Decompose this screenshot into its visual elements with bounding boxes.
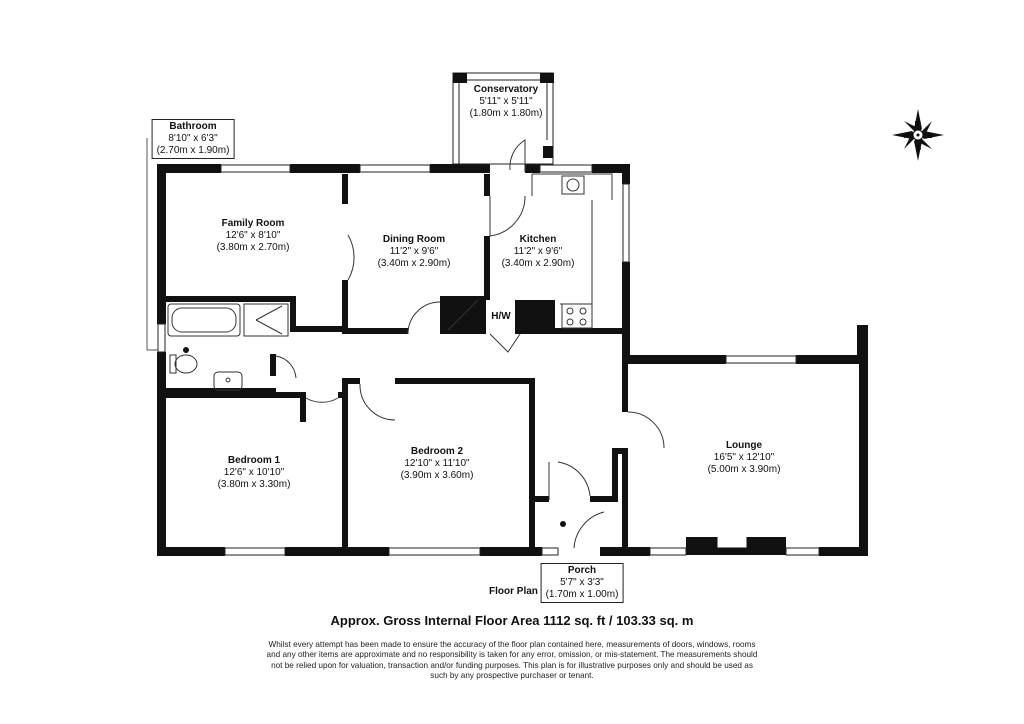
door-swings [275, 139, 665, 549]
floor-plan-title: Floor Plan [489, 586, 538, 597]
conservatory-walls [452, 72, 554, 165]
kitchen-label: Kitchen 11'2" x 9'6" (3.40m x 2.90m) [502, 234, 575, 270]
kitchen-fixtures [447, 173, 613, 331]
fireplace [717, 536, 747, 548]
compass-n-label: N [914, 121, 919, 128]
compass-e-label: E [928, 133, 933, 140]
room-dimensions-imperial: 11'2" x 9'6" [513, 246, 563, 257]
room-name: Kitchen [519, 234, 557, 245]
room-dimensions-metric: (1.80m x 1.80m) [469, 108, 543, 119]
room-dimensions-imperial: 8'10" x 6'3" [168, 133, 218, 144]
room-dimensions-imperial: 12'6" x 8'10" [225, 230, 281, 241]
lounge-label: Lounge 16'5" x 12'10" (5.00m x 3.90m) [708, 440, 781, 476]
room-dimensions-metric: (3.80m x 3.30m) [217, 479, 291, 490]
compass-s-label: S [917, 145, 922, 152]
room-dimensions-metric: (1.70m x 1.00m) [545, 589, 619, 600]
room-dimensions-metric: (3.80m x 2.70m) [216, 242, 290, 253]
room-dimensions-imperial: 5'7" x 3'3" [560, 577, 604, 588]
room-name: Conservatory [473, 84, 539, 95]
room-dimensions-metric: (3.40m x 2.90m) [377, 258, 451, 269]
room-dimensions-metric: (2.70m x 1.90m) [156, 145, 230, 156]
windows [157, 164, 820, 556]
room-name: Bedroom 2 [410, 446, 464, 457]
room-dimensions-imperial: 11'2" x 9'6" [389, 246, 439, 257]
conservatory-posts [453, 73, 554, 158]
room-name: H/W [491, 311, 511, 322]
room-dimensions-metric: (5.00m x 3.90m) [707, 464, 781, 475]
room-dimensions-imperial: 5'11" x 5'11" [479, 96, 533, 107]
bath-fixtures [167, 303, 289, 391]
compass-w-label: W [903, 133, 910, 140]
room-dimensions-metric: (3.90m x 3.60m) [400, 470, 474, 481]
bathroom-line [146, 138, 158, 351]
room-name: Family Room [221, 218, 285, 229]
bedroom-2-label: Bedroom 2 12'10" x 11'10" (3.90m x 3.60m… [401, 446, 474, 482]
room-dimensions-imperial: 16'5" x 12'10" [713, 452, 775, 463]
room-name: Porch [567, 565, 597, 576]
room-dimensions-imperial: 12'10" x 11'10" [404, 458, 470, 469]
room-name: Bedroom 1 [227, 455, 281, 466]
dining-room-label: Dining Room 11'2" x 9'6" (3.40m x 2.90m) [378, 234, 451, 270]
room-name: Dining Room [382, 234, 446, 245]
disclaimer-text: Whilst every attempt has been made to en… [266, 640, 758, 680]
hw-cupboard-label: H/W [491, 311, 510, 323]
room-name: Bathroom [169, 121, 217, 132]
room-dimensions-metric: (3.40m x 2.90m) [501, 258, 575, 269]
family-room-label: Family Room 12'6" x 8'10" (3.80m x 2.70m… [217, 218, 290, 254]
bathroom-label: Bathroom 8'10" x 6'3" (2.70m x 1.90m) [151, 119, 235, 159]
porch-label: Porch 5'7" x 3'3" (1.70m x 1.00m) [540, 563, 624, 603]
gross-area-text: Approx. Gross Internal Floor Area 1112 s… [330, 613, 694, 628]
bedroom-1-label: Bedroom 1 12'6" x 10'10" (3.80m x 3.30m) [218, 455, 291, 491]
compass-icon: N E S W [892, 109, 944, 161]
room-name: Lounge [725, 440, 763, 451]
conservatory-label: Conservatory 5'11" x 5'11" (1.80m x 1.80… [470, 84, 543, 120]
room-dimensions-imperial: 12'6" x 10'10" [223, 467, 285, 478]
